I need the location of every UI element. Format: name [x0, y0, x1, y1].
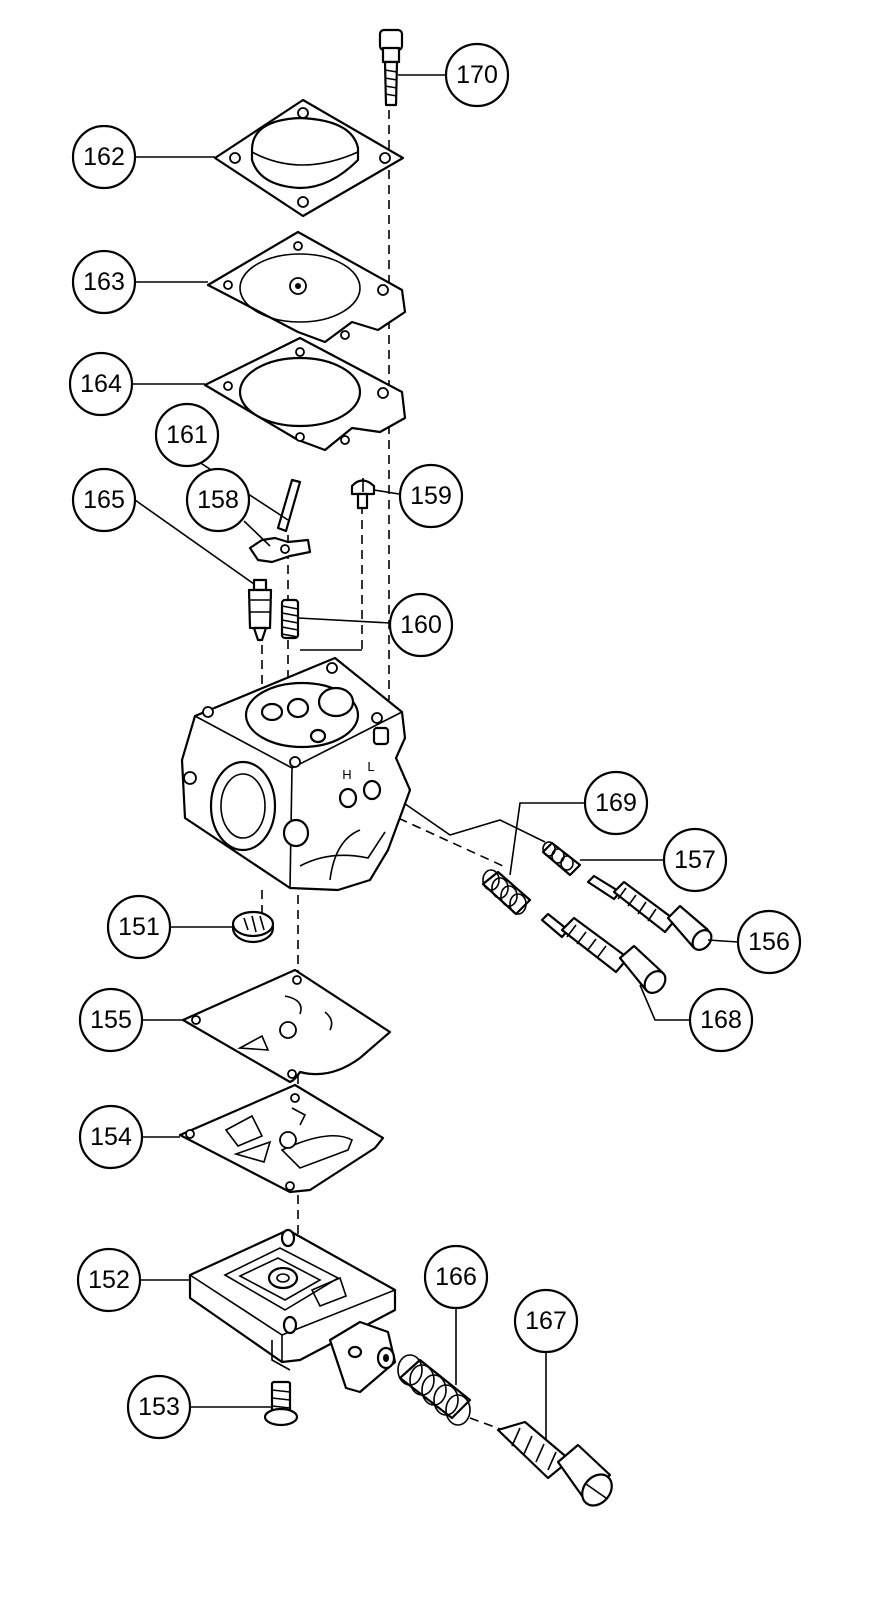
svg-text:154: 154	[90, 1123, 132, 1151]
callout-153: 153	[126, 1374, 192, 1440]
part-153-screw	[263, 1380, 299, 1427]
callout-151: 151	[106, 894, 172, 960]
callout-160: 160	[388, 592, 454, 658]
part-158-lever	[248, 536, 312, 564]
callout-163: 163	[71, 249, 137, 315]
part-157-spring	[541, 841, 582, 877]
svg-text:159: 159	[410, 482, 452, 510]
callout-159: 159	[398, 463, 464, 529]
svg-text:160: 160	[400, 611, 442, 639]
carburetor-body: H L	[180, 656, 412, 892]
svg-text:153: 153	[138, 1393, 180, 1421]
part-154-gasket	[178, 1083, 385, 1194]
callout-152: 152	[76, 1247, 142, 1313]
callout-156: 156	[736, 909, 802, 975]
part-164-gasket	[203, 336, 407, 452]
part-170-screw	[378, 28, 404, 107]
part-163-pump-diaphragm	[206, 230, 407, 344]
svg-text:162: 162	[83, 143, 125, 171]
svg-text:167: 167	[525, 1307, 567, 1335]
svg-text:158: 158	[197, 486, 239, 514]
part-167-adjusting-screw	[496, 1420, 613, 1507]
svg-text:165: 165	[83, 486, 125, 514]
svg-text:169: 169	[595, 789, 637, 817]
svg-text:157: 157	[674, 846, 716, 874]
svg-text:170: 170	[456, 61, 498, 89]
callout-166: 166	[423, 1244, 489, 1310]
svg-text:155: 155	[90, 1006, 132, 1034]
part-152-metering-cover	[188, 1228, 397, 1394]
svg-text:163: 163	[83, 268, 125, 296]
callout-164: 164	[68, 351, 134, 417]
part-155-metering-diaphragm	[181, 968, 392, 1084]
part-160-spring	[280, 598, 300, 640]
svg-text:166: 166	[435, 1263, 477, 1291]
part-161-pin	[276, 478, 302, 533]
callout-161: 161	[154, 402, 220, 468]
part-156-adjusting-screw	[586, 874, 713, 951]
svg-text:168: 168	[700, 1006, 742, 1034]
part-168-adjusting-screw	[540, 912, 667, 994]
svg-text:152: 152	[88, 1266, 130, 1294]
part-169-spring	[481, 869, 532, 916]
callout-162: 162	[71, 124, 137, 190]
svg-text:161: 161	[166, 421, 208, 449]
body-marking-low: L	[367, 759, 374, 774]
callout-155: 155	[78, 987, 144, 1053]
callout-154: 154	[78, 1104, 144, 1170]
callout-165: 165	[71, 467, 137, 533]
callout-167: 167	[513, 1288, 579, 1354]
callout-158: 158	[185, 467, 251, 533]
callout-157: 157	[662, 827, 728, 893]
part-159-screw	[350, 478, 376, 510]
svg-text:151: 151	[118, 913, 160, 941]
part-162-pump-cover	[213, 98, 405, 218]
part-166-spring	[397, 1354, 472, 1426]
callout-168: 168	[688, 987, 754, 1053]
body-marking-high: H	[342, 767, 351, 782]
callout-169: 169	[583, 770, 649, 836]
part-151-filter-screen	[231, 910, 275, 944]
svg-text:164: 164	[80, 370, 122, 398]
svg-text:156: 156	[748, 928, 790, 956]
callout-170: 170	[444, 42, 510, 108]
part-165-needle-valve	[247, 578, 273, 642]
